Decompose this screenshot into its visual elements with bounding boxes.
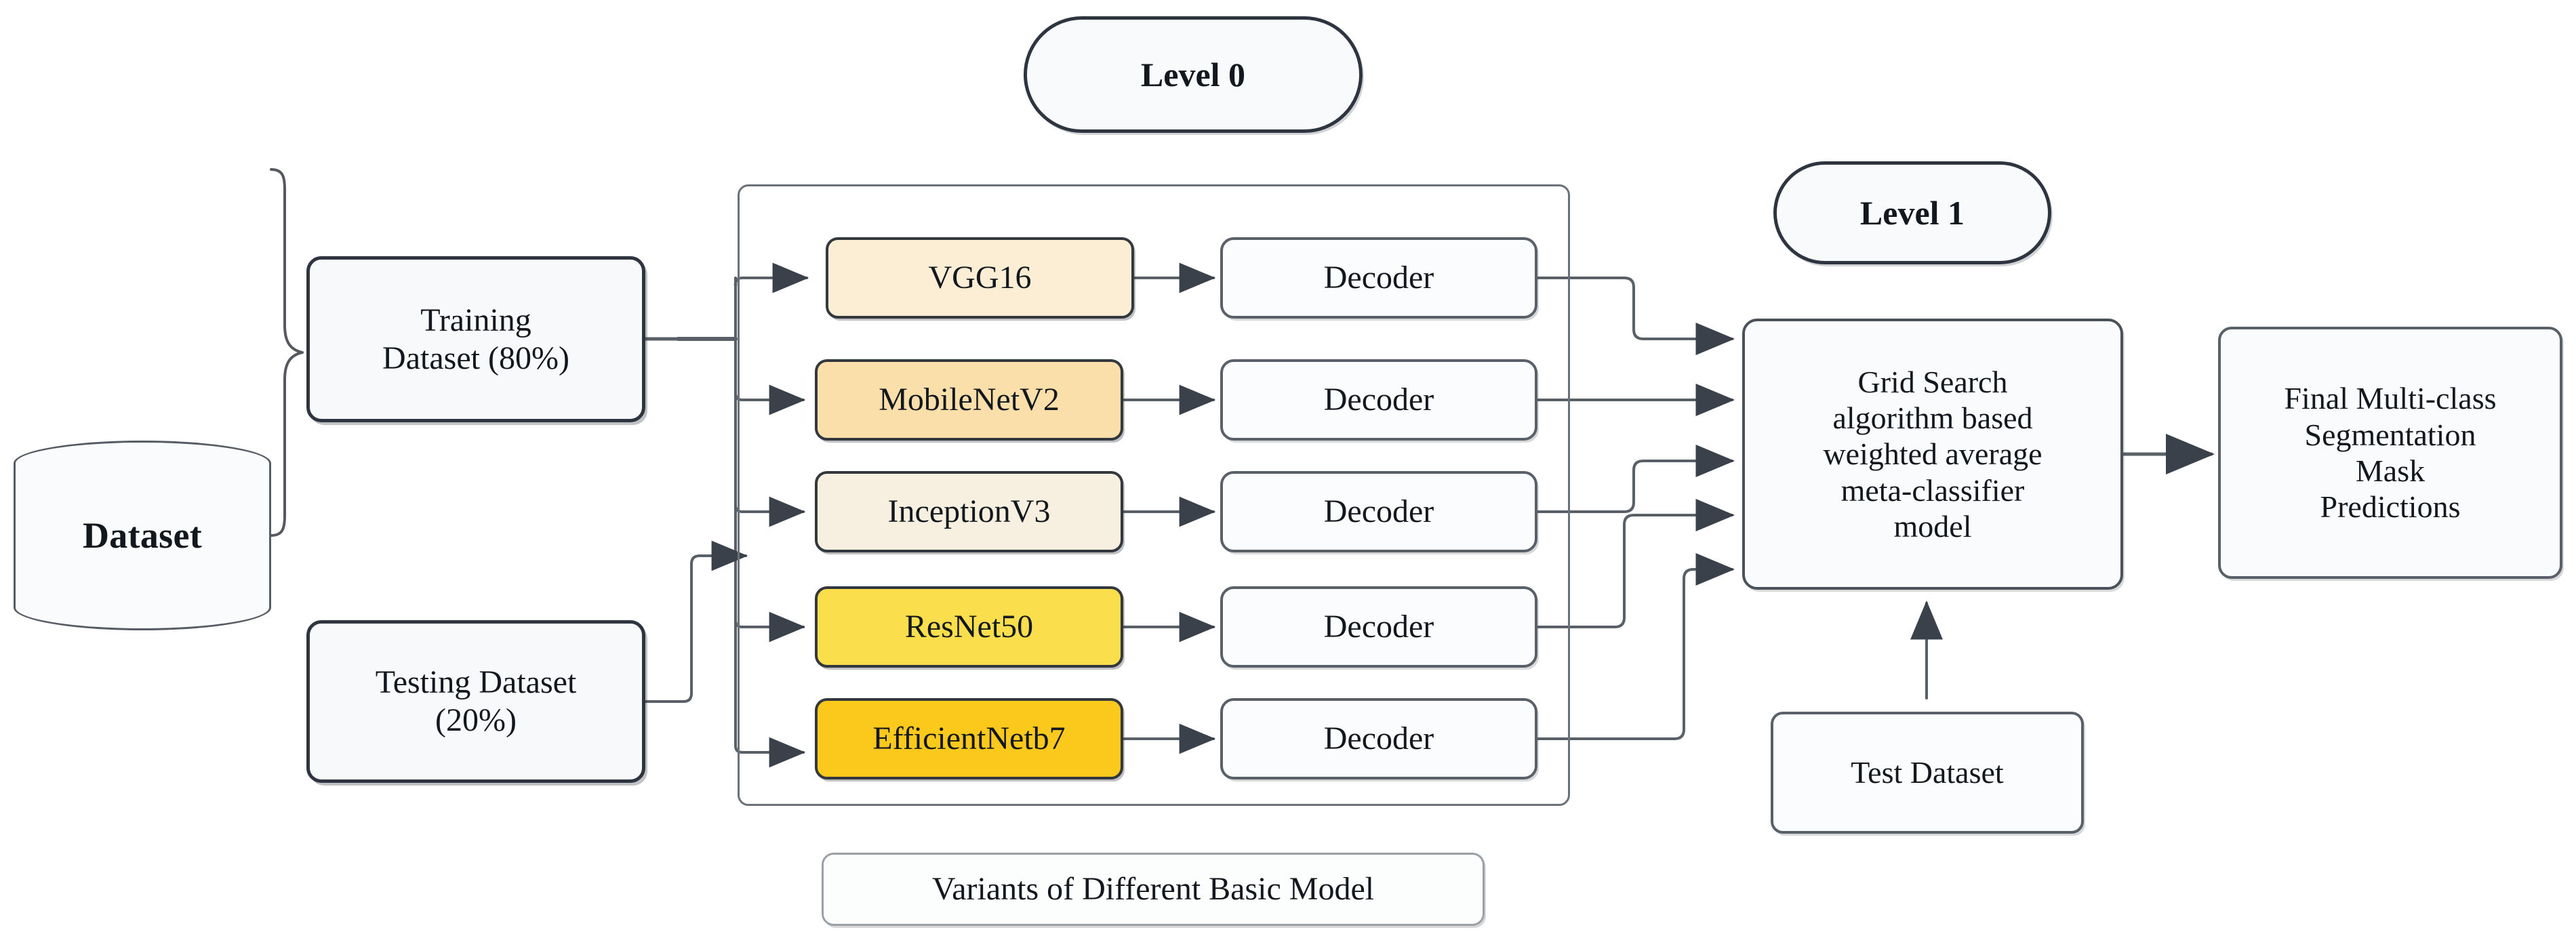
decoder-label-3: Decoder bbox=[1323, 493, 1434, 530]
model-box-mobilenetv2[interactable]: MobileNetV2 bbox=[815, 359, 1123, 441]
meta-classifier-node[interactable]: Grid Search algorithm based weighted ave… bbox=[1742, 319, 2123, 590]
model-box-resnet50[interactable]: ResNet50 bbox=[815, 586, 1123, 668]
model-box-vgg16[interactable]: VGG16 bbox=[826, 237, 1134, 319]
variants-caption-label: Variants of Different Basic Model bbox=[931, 871, 1375, 908]
final-output-label: Final Multi-class Segmentation Mask Pred… bbox=[2284, 381, 2497, 525]
decoder-label-5: Decoder bbox=[1323, 720, 1434, 757]
dataset-source-node[interactable]: Dataset bbox=[14, 441, 271, 630]
decoder-box-3[interactable]: Decoder bbox=[1220, 471, 1537, 552]
meta-classifier-label: Grid Search algorithm based weighted ave… bbox=[1823, 364, 2042, 544]
model-box-inceptionv3[interactable]: InceptionV3 bbox=[815, 471, 1123, 552]
decoder-box-4[interactable]: Decoder bbox=[1220, 586, 1537, 668]
model-label-vgg16: VGG16 bbox=[928, 260, 1032, 296]
training-dataset-node[interactable]: Training Dataset (80%) bbox=[306, 256, 645, 422]
test-dataset-label: Test Dataset bbox=[1851, 755, 2004, 790]
variants-caption: Variants of Different Basic Model bbox=[822, 853, 1485, 926]
decoder-label-4: Decoder bbox=[1323, 609, 1434, 645]
testing-dataset-label: Testing Dataset (20%) bbox=[375, 664, 577, 738]
model-label-mobilenetv2: MobileNetV2 bbox=[879, 382, 1060, 418]
model-box-efficientnetb7[interactable]: EfficientNetb7 bbox=[815, 698, 1123, 779]
decoder-label-2: Decoder bbox=[1323, 382, 1434, 418]
training-dataset-label: Training Dataset (80%) bbox=[382, 302, 569, 376]
test-dataset-node[interactable]: Test Dataset bbox=[1771, 712, 2084, 834]
final-output-node[interactable]: Final Multi-class Segmentation Mask Pred… bbox=[2218, 327, 2562, 579]
level-0-badge[interactable]: Level 0 bbox=[1024, 16, 1363, 133]
testing-dataset-node[interactable]: Testing Dataset (20%) bbox=[306, 620, 645, 783]
level-0-label: Level 0 bbox=[1140, 56, 1246, 94]
dataset-source-label: Dataset bbox=[82, 514, 203, 556]
decoder-box-2[interactable]: Decoder bbox=[1220, 359, 1537, 441]
decoder-label-1: Decoder bbox=[1323, 260, 1434, 296]
model-label-efficientnetb7: EfficientNetb7 bbox=[872, 720, 1066, 757]
decoder-box-5[interactable]: Decoder bbox=[1220, 698, 1537, 779]
decoder-box-1[interactable]: Decoder bbox=[1220, 237, 1537, 319]
model-label-resnet50: ResNet50 bbox=[904, 609, 1034, 645]
level-1-label: Level 1 bbox=[1859, 194, 1965, 232]
model-label-inceptionv3: InceptionV3 bbox=[887, 493, 1051, 530]
level-1-badge[interactable]: Level 1 bbox=[1773, 161, 2051, 264]
